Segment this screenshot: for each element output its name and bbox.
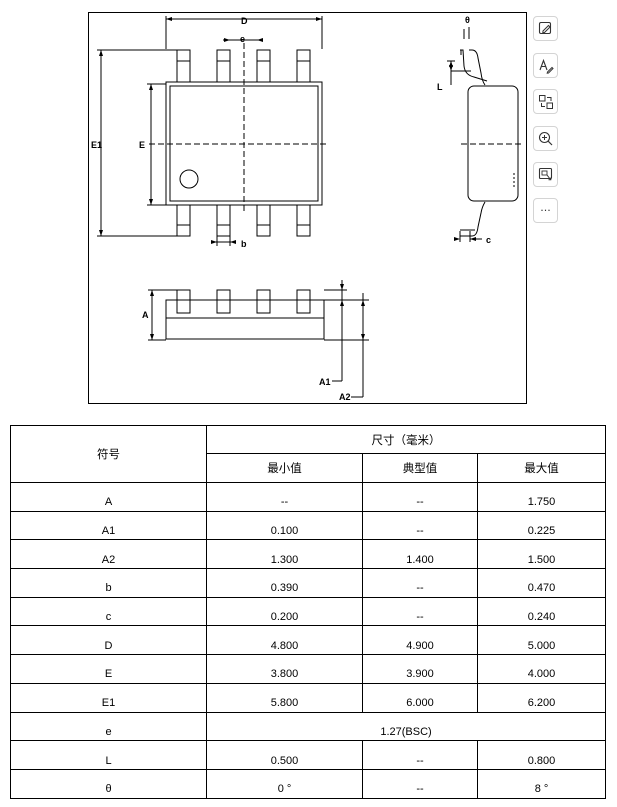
dim-label-E: E — [139, 140, 145, 150]
max-cell: 0.225 — [476, 510, 607, 541]
image-edit-button[interactable] — [533, 16, 558, 41]
min-cell: 0.100 — [206, 510, 363, 541]
min-cell: 0 ° — [206, 768, 363, 799]
dim-label-A: A — [142, 310, 149, 320]
table-row: E1 5.800 6.000 6.200 — [10, 682, 607, 713]
typ-cell: -- — [362, 740, 478, 770]
more-button[interactable]: ··· — [533, 198, 558, 223]
dim-label-theta: θ — [465, 15, 470, 25]
symbol-header: 符号 — [10, 425, 207, 483]
max-cell: 1.500 — [476, 539, 607, 570]
max-cell: 5.000 — [476, 625, 607, 656]
symbol-cell: A1 — [10, 510, 207, 541]
dim-label-A2: A2 — [339, 392, 351, 402]
symbol-cell: θ — [10, 768, 207, 799]
typ-cell: 3.900 — [362, 654, 478, 684]
table-row: c 0.200 -- 0.240 — [10, 596, 607, 627]
dimension-header: 尺寸（毫米） — [205, 425, 607, 454]
table-row: b 0.390 -- 0.470 — [10, 568, 607, 598]
dim-label-b: b — [241, 239, 247, 249]
column-header-typ: 典型值 — [362, 453, 478, 483]
package-drawing: D e E1 E b θ L c A A1 A2 — [88, 12, 527, 404]
column-header-max: 最大值 — [476, 453, 607, 483]
table-row: A1 0.100 -- 0.225 — [10, 510, 607, 541]
min-cell: 5.800 — [206, 682, 363, 713]
max-cell: 0.240 — [476, 596, 607, 627]
symbol-cell: A2 — [10, 539, 207, 570]
dim-label-D: D — [241, 16, 248, 26]
symbol-cell: L — [10, 740, 207, 770]
min-cell: 1.300 — [206, 539, 363, 570]
package-outline-svg: D e E1 E b θ L c A A1 A2 — [91, 15, 523, 402]
symbol-cell: e — [10, 711, 207, 742]
table-row: θ 0 ° -- 8 ° — [10, 768, 607, 799]
table-row: D 4.800 4.900 5.000 — [10, 625, 607, 656]
column-header-min: 最小值 — [206, 453, 363, 483]
symbol-cell: b — [10, 568, 207, 598]
typ-cell: 4.900 — [362, 625, 478, 656]
max-cell: 0.470 — [476, 568, 607, 598]
max-cell: 0.800 — [476, 740, 607, 770]
more-icon: ··· — [540, 204, 551, 217]
dim-label-e: e — [240, 34, 245, 44]
min-cell: 3.800 — [206, 654, 363, 684]
max-cell: 4.000 — [476, 654, 607, 684]
zoom-in-icon — [538, 131, 553, 146]
zoom-in-button[interactable] — [533, 126, 558, 151]
table-row: e 1.27(BSC) — [10, 711, 607, 742]
image-convert-icon — [538, 94, 553, 109]
dim-label-E1: E1 — [91, 140, 102, 150]
dim-label-c: c — [486, 235, 491, 245]
min-cell: 0.200 — [206, 596, 363, 627]
typ-cell: 6.000 — [362, 682, 478, 713]
dim-label-A1: A1 — [319, 377, 331, 387]
min-cell: 0.500 — [206, 740, 363, 770]
screen-capture-icon — [538, 167, 553, 181]
typ-cell: -- — [362, 568, 478, 598]
typ-cell: -- — [362, 768, 478, 799]
symbol-cell: E — [10, 654, 207, 684]
text-edit-icon — [538, 58, 554, 74]
table-row: A2 1.300 1.400 1.500 — [10, 539, 607, 570]
symbol-cell: E1 — [10, 682, 207, 713]
text-edit-button[interactable] — [533, 53, 558, 78]
merged-value-cell: 1.27(BSC) — [205, 711, 607, 742]
image-edit-icon — [538, 21, 552, 35]
typ-cell: -- — [362, 596, 478, 627]
symbol-cell: A — [10, 482, 207, 512]
min-cell: -- — [206, 482, 363, 512]
dim-label-L: L — [437, 82, 443, 92]
table-row: A -- -- 1.750 — [10, 482, 607, 512]
typ-cell: -- — [362, 482, 478, 512]
max-cell: 8 ° — [476, 768, 607, 799]
typ-cell: 1.400 — [362, 539, 478, 570]
image-convert-button[interactable] — [533, 89, 558, 114]
symbol-cell: D — [10, 625, 207, 656]
table-row: L 0.500 -- 0.800 — [10, 740, 607, 770]
typ-cell: -- — [362, 510, 478, 541]
max-cell: 1.750 — [476, 482, 607, 512]
table-row: E 3.800 3.900 4.000 — [10, 654, 607, 684]
dimension-table: 符号 尺寸（毫米） 最小值 典型值 最大值 A -- -- 1.750 A1 0… — [10, 425, 607, 799]
min-cell: 0.390 — [206, 568, 363, 598]
min-cell: 4.800 — [206, 625, 363, 656]
max-cell: 6.200 — [476, 682, 607, 713]
screen-capture-button[interactable] — [533, 162, 558, 187]
symbol-cell: c — [10, 596, 207, 627]
